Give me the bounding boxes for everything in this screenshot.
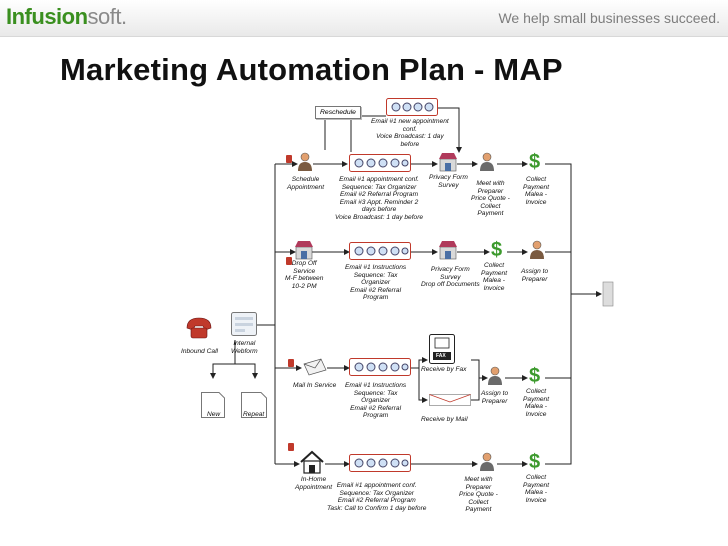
email-sequence-icon xyxy=(349,358,411,376)
email-sequence-icon xyxy=(349,454,411,472)
fax-text: FAX xyxy=(436,353,446,359)
dollar-icon: $ xyxy=(529,365,541,387)
page-title: Marketing Automation Plan - MAP xyxy=(60,52,563,87)
email-sequence-icon xyxy=(386,98,438,116)
receive-by-mail-label: Receive by Mail xyxy=(421,416,468,423)
row1-sequence-label: Email #1 appointment conf.Sequence: Tax … xyxy=(335,176,424,221)
fax-icon: FAX xyxy=(429,334,455,364)
new-label: New xyxy=(207,411,221,418)
reschedule-note: Reschedule xyxy=(315,106,361,119)
dollar-icon: $ xyxy=(529,151,541,173)
header-bar: Infusionsoft. We help small businesses s… xyxy=(0,0,728,37)
infusionsoft-logo[interactable]: Infusionsoft. xyxy=(6,4,127,30)
logo-main-text: Infusion xyxy=(6,4,88,29)
logo-sub-text: soft. xyxy=(87,4,128,29)
tagline: We help small businesses succeed. xyxy=(498,10,720,26)
email-sequence-icon xyxy=(349,242,411,260)
row4-sequence-label: Email #1 appointment conf.Sequence: Tax … xyxy=(327,482,427,512)
repeat-label: Repeat xyxy=(243,411,265,418)
receive-by-fax-label: Receive by Fax xyxy=(421,366,467,373)
dollar-icon: $ xyxy=(491,239,503,261)
inbound-call-label: Inbound Call xyxy=(181,348,219,355)
mail-in-service-label: Mail In Service xyxy=(293,382,337,389)
email-sequence-icon xyxy=(349,154,411,172)
dollar-icon: $ xyxy=(529,451,541,473)
